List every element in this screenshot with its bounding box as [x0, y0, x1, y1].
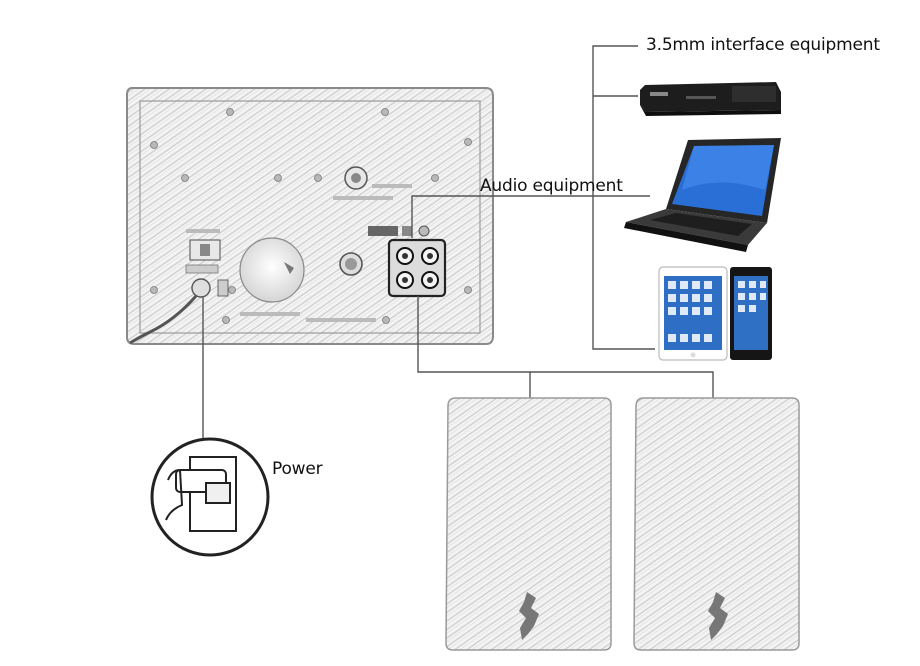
cd-player-device: [640, 82, 781, 116]
tablet-device: [658, 266, 772, 361]
label-3-5mm-interface-equipment: 3.5mm interface equipment: [646, 35, 880, 55]
label-audio-equipment: Audio equipment: [480, 176, 623, 196]
speaker-left: [445, 397, 612, 651]
power-outlet-icon: [150, 437, 270, 557]
laptop-device: [624, 138, 781, 252]
connection-lines: [202, 45, 714, 440]
speaker-right: [633, 397, 800, 651]
amplifier-rear-panel: [126, 87, 494, 345]
label-power: Power: [272, 459, 323, 479]
